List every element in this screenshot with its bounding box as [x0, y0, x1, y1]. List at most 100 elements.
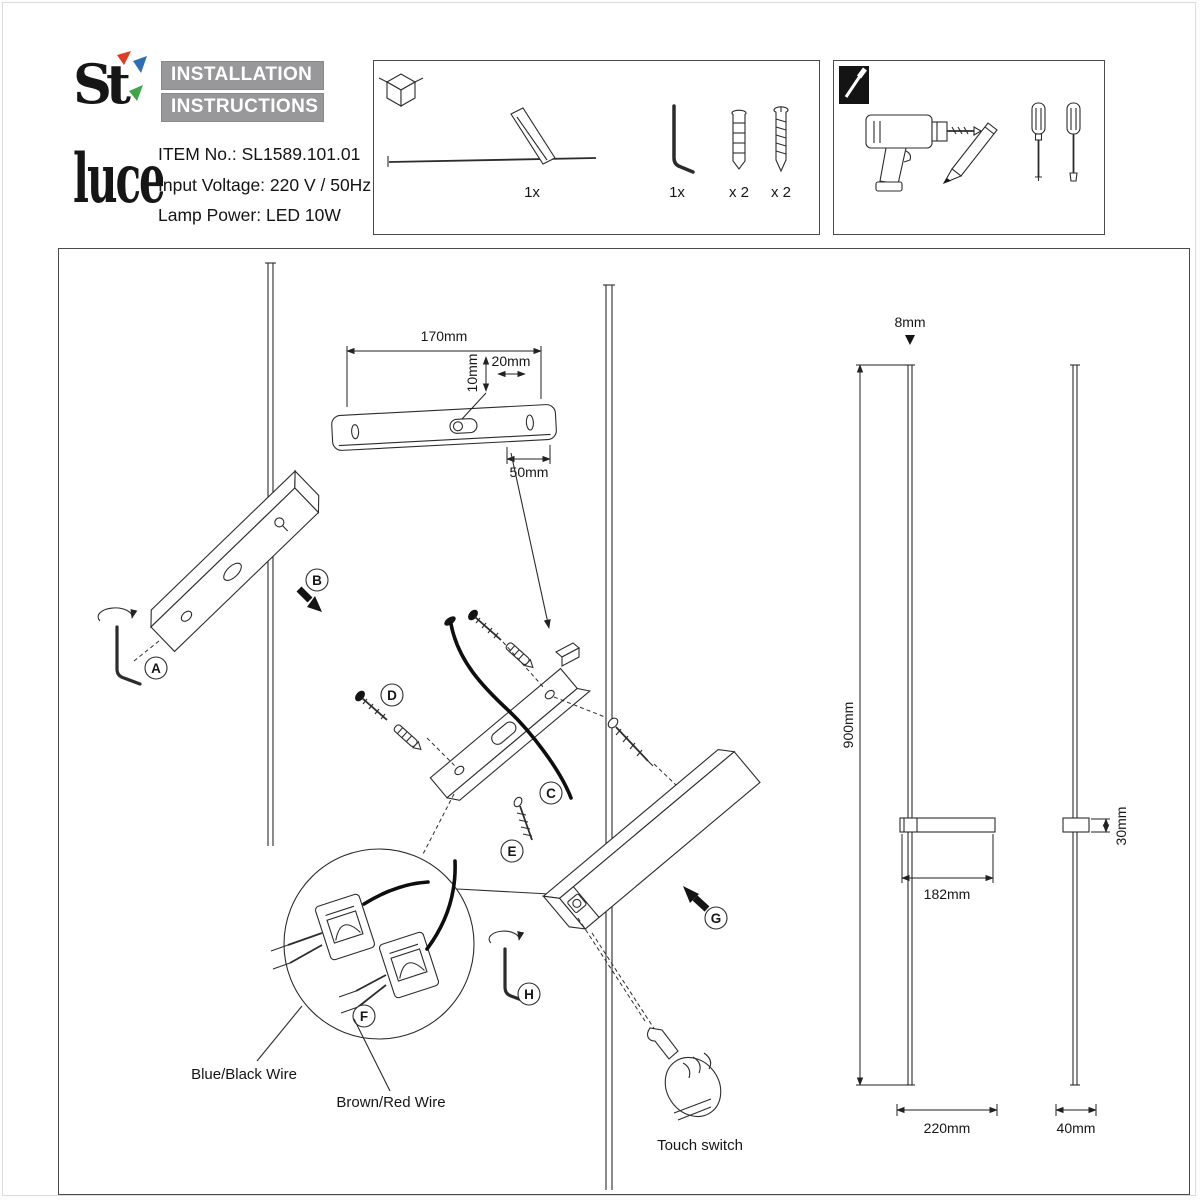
touch-guide-2 — [591, 932, 656, 1031]
anchor-icon-2 — [393, 724, 422, 751]
svg-text:50mm: 50mm — [510, 464, 549, 480]
logo-accent-red — [117, 51, 131, 65]
arrow-g-icon — [683, 886, 710, 912]
hex-key-guide-line — [133, 640, 160, 662]
svg-text:E: E — [507, 844, 516, 859]
hex-key-h-icon — [488, 930, 529, 1004]
lamp-rod-icon — [387, 107, 597, 167]
svg-text:170mm: 170mm — [421, 328, 468, 344]
dim-30mm-label: 30mm — [1113, 807, 1129, 846]
input-voltage: Input Voltage: 220 V / 50Hz — [158, 174, 372, 195]
lamp-body — [542, 749, 761, 930]
dim-900mm-label: 900mm — [840, 702, 856, 749]
screw-3-guide-a — [553, 696, 606, 718]
pencil-icon — [942, 122, 998, 185]
blue-wire-leader — [256, 1005, 303, 1062]
dim-10mm: 10mm — [461, 354, 490, 420]
front-view-bracket — [899, 817, 996, 833]
title-line-1: INSTALLATION — [161, 61, 324, 90]
cable-lug — [444, 616, 456, 626]
step-label-a: A — [144, 656, 168, 680]
brown-red-wire-label: Brown/Red Wire — [336, 1094, 445, 1111]
block-cable-2 — [425, 859, 457, 951]
svg-text:10mm: 10mm — [464, 354, 480, 393]
hex-key-qty: 1x — [669, 184, 685, 201]
svg-text:B: B — [312, 573, 322, 588]
logo-accent-blue — [133, 56, 147, 73]
screw-qty: x 2 — [771, 184, 791, 201]
step-label-e: E — [500, 839, 524, 863]
lamp-qty: 1x — [524, 184, 540, 201]
title-block: INSTALLATION INSTRUCTIONS — [161, 61, 324, 125]
brand-logo: S t luce — [73, 51, 163, 219]
hex-key-a-icon — [97, 607, 142, 686]
screw-3-guide-b — [653, 763, 677, 786]
front-view: 8mm 900mm 182mm 220mm — [840, 314, 998, 1136]
included-parts-panel: 1x 1x x 2 x 2 — [373, 60, 820, 235]
screw-icon-4 — [513, 796, 533, 841]
mounting-screw-icon — [773, 106, 789, 173]
item-number: ITEM No.: SL1589.101.01 — [158, 144, 361, 164]
touch-hand-icon — [646, 1027, 722, 1121]
brown-wire-leader — [353, 1018, 391, 1092]
step-label-d: D — [380, 683, 404, 707]
screw-icon-1 — [468, 609, 502, 641]
wall-bracket — [429, 667, 592, 801]
phillips-screwdriver-icon — [1031, 102, 1046, 181]
svg-text:G: G — [711, 911, 722, 926]
product-specs: ITEM No.: SL1589.101.01 Input Voltage: 2… — [158, 139, 371, 231]
wall-anchor-icon — [731, 109, 747, 170]
logo-accent-green — [129, 85, 143, 101]
step-label-c: C — [539, 781, 563, 805]
main-diagram-panel: A B 170mm — [58, 248, 1190, 1195]
bracket-tab — [555, 642, 580, 667]
tools-drawing — [839, 66, 1081, 192]
hex-key-icon — [672, 104, 695, 174]
block-cable-1 — [362, 880, 430, 906]
lamp-backplate — [150, 469, 320, 653]
dim-220mm-label: 220mm — [924, 1120, 971, 1136]
tools-panel — [833, 60, 1105, 235]
anchor-icon-1 — [505, 642, 534, 669]
svg-text:C: C — [546, 786, 556, 801]
screw-icon-3 — [607, 717, 654, 767]
svg-text:F: F — [360, 1009, 368, 1024]
svg-text:D: D — [387, 688, 397, 703]
svg-text:A: A — [151, 661, 161, 676]
plate-position-arrow — [510, 452, 551, 629]
mounting-plate-top — [331, 404, 557, 451]
dim-8mm-label: 8mm — [894, 314, 925, 330]
blue-black-wire-label: Blue/Black Wire — [191, 1066, 297, 1083]
dim-8mm-pointer — [905, 335, 915, 345]
side-view-bracket — [1062, 817, 1090, 833]
included-parts-drawing: 1x 1x x 2 x 2 — [378, 73, 791, 201]
dim-182mm-label: 182mm — [924, 886, 971, 902]
flat-screwdriver-icon — [1066, 102, 1081, 182]
screw-icon-2 — [355, 690, 388, 721]
main-diagram: A B 170mm — [97, 262, 1129, 1190]
dim-40mm-label: 40mm — [1057, 1120, 1096, 1136]
logo-word-luce: luce — [73, 139, 163, 218]
stripped-wires — [270, 932, 387, 1014]
step-label-h: H — [517, 982, 541, 1006]
screwdriver-badge-icon — [839, 66, 869, 104]
wire-connector-block-1 — [314, 893, 376, 961]
drill-icon — [865, 114, 983, 192]
step-label-b: B — [305, 568, 329, 592]
step-label-g: G — [704, 906, 728, 930]
svg-text:20mm: 20mm — [492, 353, 531, 369]
anchor-qty: x 2 — [729, 184, 749, 201]
touch-switch-label: Touch switch — [657, 1137, 743, 1154]
arrow-b-icon — [296, 586, 322, 612]
logo-letter-t: t — [106, 52, 131, 116]
screw-1-guide — [502, 641, 546, 690]
detail-link-line — [421, 793, 455, 857]
dim-50mm: 50mm — [506, 445, 551, 480]
wire-connector-block-2 — [378, 931, 440, 999]
side-view: 30mm 40mm — [1055, 364, 1129, 1136]
step-label-f: F — [352, 1004, 376, 1028]
wall-rod-center — [603, 284, 615, 1190]
dim-20mm: 20mm — [492, 353, 531, 378]
wire-detail-circle — [283, 848, 475, 1040]
